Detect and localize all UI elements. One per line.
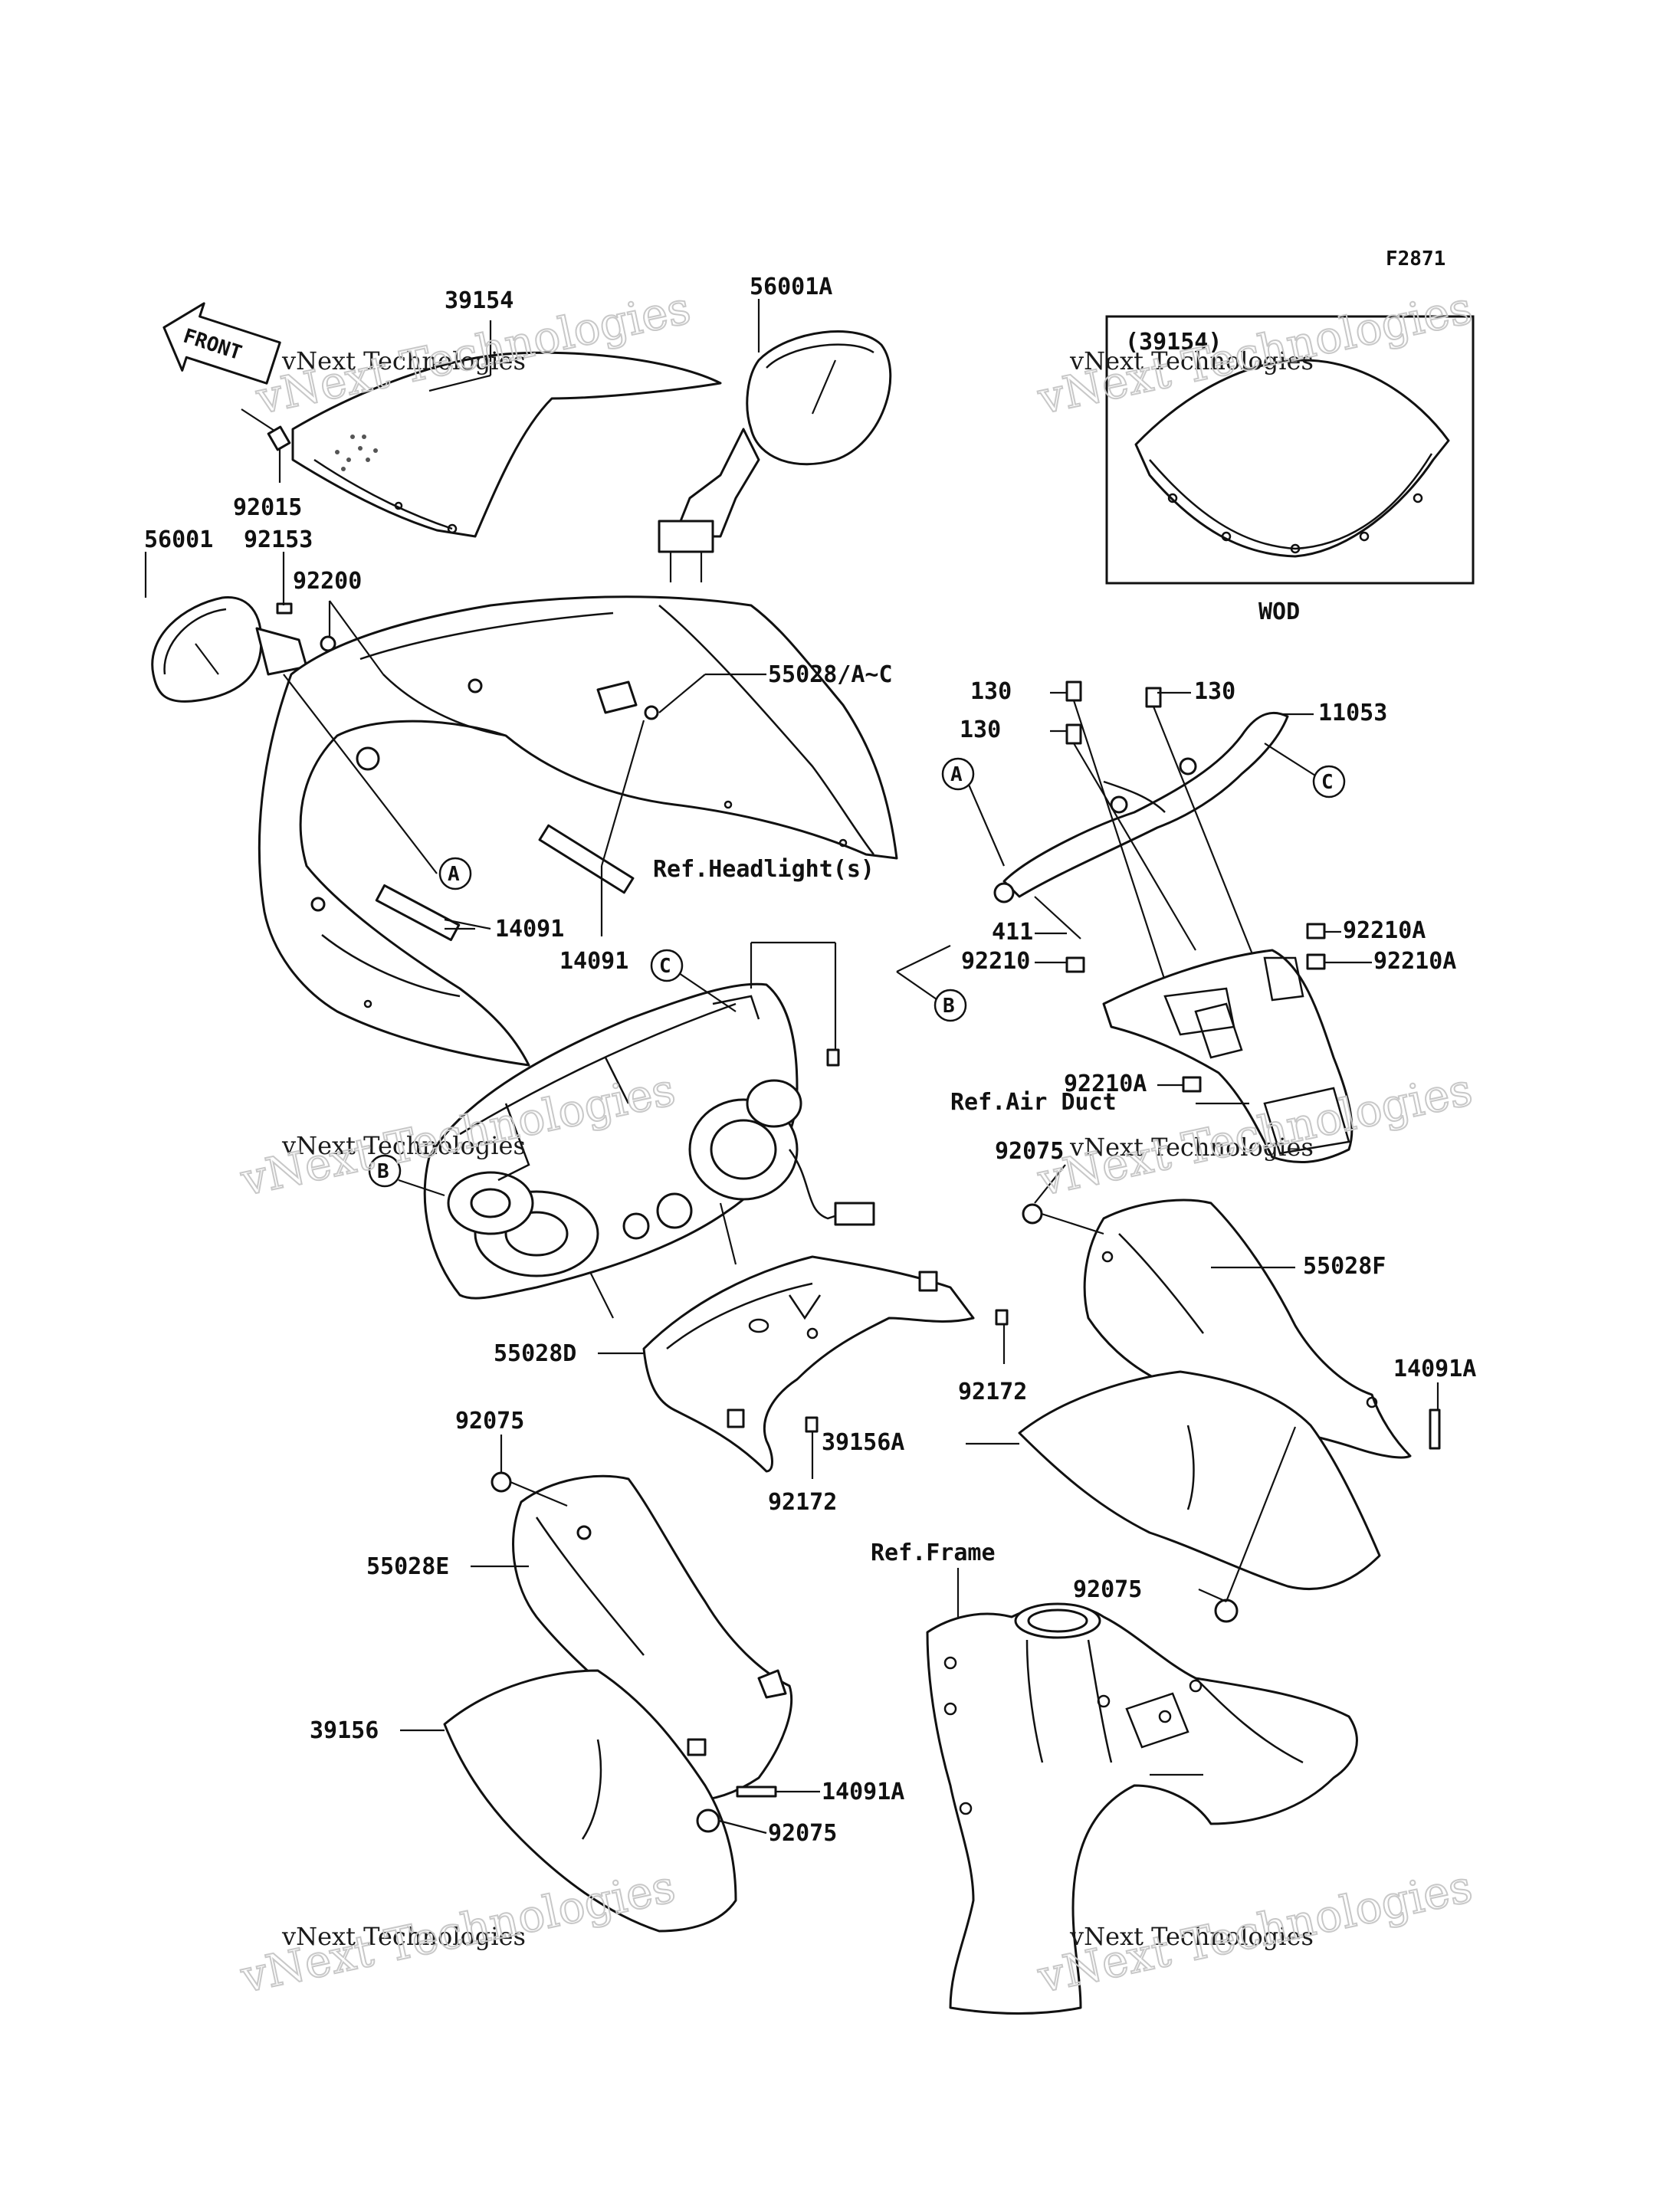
bracket-11053 [993,711,1289,903]
watermark-bottom-left: vNext Technologies vNext Technologies [235,1859,681,2004]
inner-cover-55028D [642,1255,975,1473]
label-14091-a[interactable]: 14091 [495,916,564,943]
inner-panel-39156 [443,1669,737,1933]
clip-92210A-b [1306,953,1326,970]
label-ref-frame[interactable]: Ref.Frame [871,1540,996,1566]
callout-b-bracket[interactable]: B [896,945,967,1022]
label-55028D[interactable]: 55028D [494,1340,576,1367]
label-92210[interactable]: 92210 [961,948,1030,975]
inset-windscreen [1134,359,1450,558]
callout-a-bracket[interactable]: A [941,757,1006,867]
label-55028E[interactable]: 55028E [366,1553,449,1580]
label-ref-air-duct[interactable]: Ref.Air Duct [950,1089,1117,1116]
label-14091A-a[interactable]: 14091A [1393,1356,1476,1382]
label-11053[interactable]: 11053 [1318,700,1387,726]
label-92210A-b[interactable]: 92210A [1373,948,1456,975]
headlight-assembly [423,982,875,1319]
grommet-92075-a [1022,1203,1043,1225]
svg-text:vNext Technologies: vNext Technologies [1069,1133,1314,1162]
pin-411 [1034,896,1081,939]
svg-text:vNext Technologies: vNext Technologies [281,346,526,375]
label-92075-c[interactable]: 92075 [1073,1576,1142,1603]
label-56001[interactable]: 56001 [144,526,213,553]
frame [926,1602,1358,2015]
front-arrow-icon: FRONT [162,302,281,385]
inner-panel-39156A [1018,1370,1381,1591]
label-14091-b[interactable]: 14091 [559,948,628,975]
label-92075-d[interactable]: 92075 [768,1820,837,1847]
label-92210A-a[interactable]: 92210A [1343,917,1426,944]
clip-92210A-c [1182,1076,1202,1093]
label-92172-b[interactable]: 92172 [768,1489,837,1516]
inset-caption: WOD [1258,598,1300,625]
svg-text:vNext Technologies: vNext Technologies [281,1131,526,1160]
mirror-56001 [151,596,308,703]
label-14091A-b[interactable]: 14091A [822,1779,904,1805]
svg-text:vNext Technologies: vNext Technologies [281,1922,526,1951]
label-92200[interactable]: 92200 [293,568,362,595]
nut-92210 [1065,956,1085,973]
svg-text:vNext Technologies: vNext Technologies [1069,346,1314,375]
side-panel-55028E [512,1474,793,1802]
bolt-130-c [1065,723,1082,745]
label-92210A-c[interactable]: 92210A [1064,1071,1147,1097]
air-duct [1102,949,1354,1163]
screw-92172-b [805,1416,819,1433]
inset-part-label: (39154) [1125,329,1222,356]
svg-text:A: A [448,863,460,886]
label-411[interactable]: 411 [992,919,1033,946]
callout-c-headlight[interactable]: C [650,949,737,1012]
svg-text:C: C [1321,771,1334,794]
label-39156[interactable]: 39156 [310,1717,379,1744]
trim-strip-14091-right [538,824,635,894]
watermark-bottom-right: vNext Technologies vNext Technologies [1032,1859,1478,2004]
bolt-130-b [1145,687,1162,708]
label-92075-b[interactable]: 92075 [455,1408,524,1435]
trim-14091A-left [736,1785,777,1798]
trim-14091A-right [1429,1408,1441,1450]
label-92153[interactable]: 92153 [244,526,313,553]
callout-b-headlight[interactable]: B [368,1154,445,1197]
label-130-c[interactable]: 130 [960,716,1001,743]
side-panel-55028F [1083,1199,1412,1459]
label-92172-a[interactable]: 92172 [958,1379,1027,1405]
screw-92172-a [995,1309,1009,1326]
diagram-code: F2871 [1386,248,1445,271]
windscreen-39154 [291,351,722,538]
label-39154[interactable]: 39154 [445,287,514,314]
label-92075-a[interactable]: 92075 [995,1138,1064,1165]
label-130-b[interactable]: 130 [1194,678,1235,705]
label-56001A[interactable]: 56001A [750,274,832,300]
svg-text:C: C [659,955,671,978]
trim-strip-14091-left [375,884,461,942]
callout-c-bracket[interactable]: C [1264,743,1346,798]
label-55028-a-c[interactable]: 55028/A~C [768,661,893,688]
grommet-92075-d [696,1808,720,1833]
part-labels: 39154 56001A 92015 56001 92153 92200 550… [144,274,1476,1847]
grommet-92075-c [1214,1599,1239,1623]
svg-text:B: B [943,995,955,1018]
screw-92015 [241,408,291,451]
clip-92210A-a [1306,923,1326,939]
bolt-130-a [1065,680,1082,702]
svg-text:A: A [950,763,963,786]
label-55028F[interactable]: 55028F [1303,1253,1386,1280]
leader-lines [144,299,1439,1835]
svg-text:B: B [377,1160,389,1183]
label-130-a[interactable]: 130 [970,678,1012,705]
label-92015[interactable]: 92015 [233,494,302,521]
inset-frame [1105,315,1475,585]
callout-a-left[interactable]: A [438,857,472,890]
svg-text:vNext Technologies: vNext Technologies [1069,1922,1314,1951]
mirror-56001A [658,330,892,582]
upper-cowling-55028 [258,595,898,1067]
label-39156A[interactable]: 39156A [822,1429,904,1456]
label-ref-headlights[interactable]: Ref.Headlight(s) [653,856,874,883]
screw-headlight [826,1048,840,1067]
wod-inset: (39154) WOD [1105,315,1475,625]
grommet-92075-b [491,1471,512,1493]
